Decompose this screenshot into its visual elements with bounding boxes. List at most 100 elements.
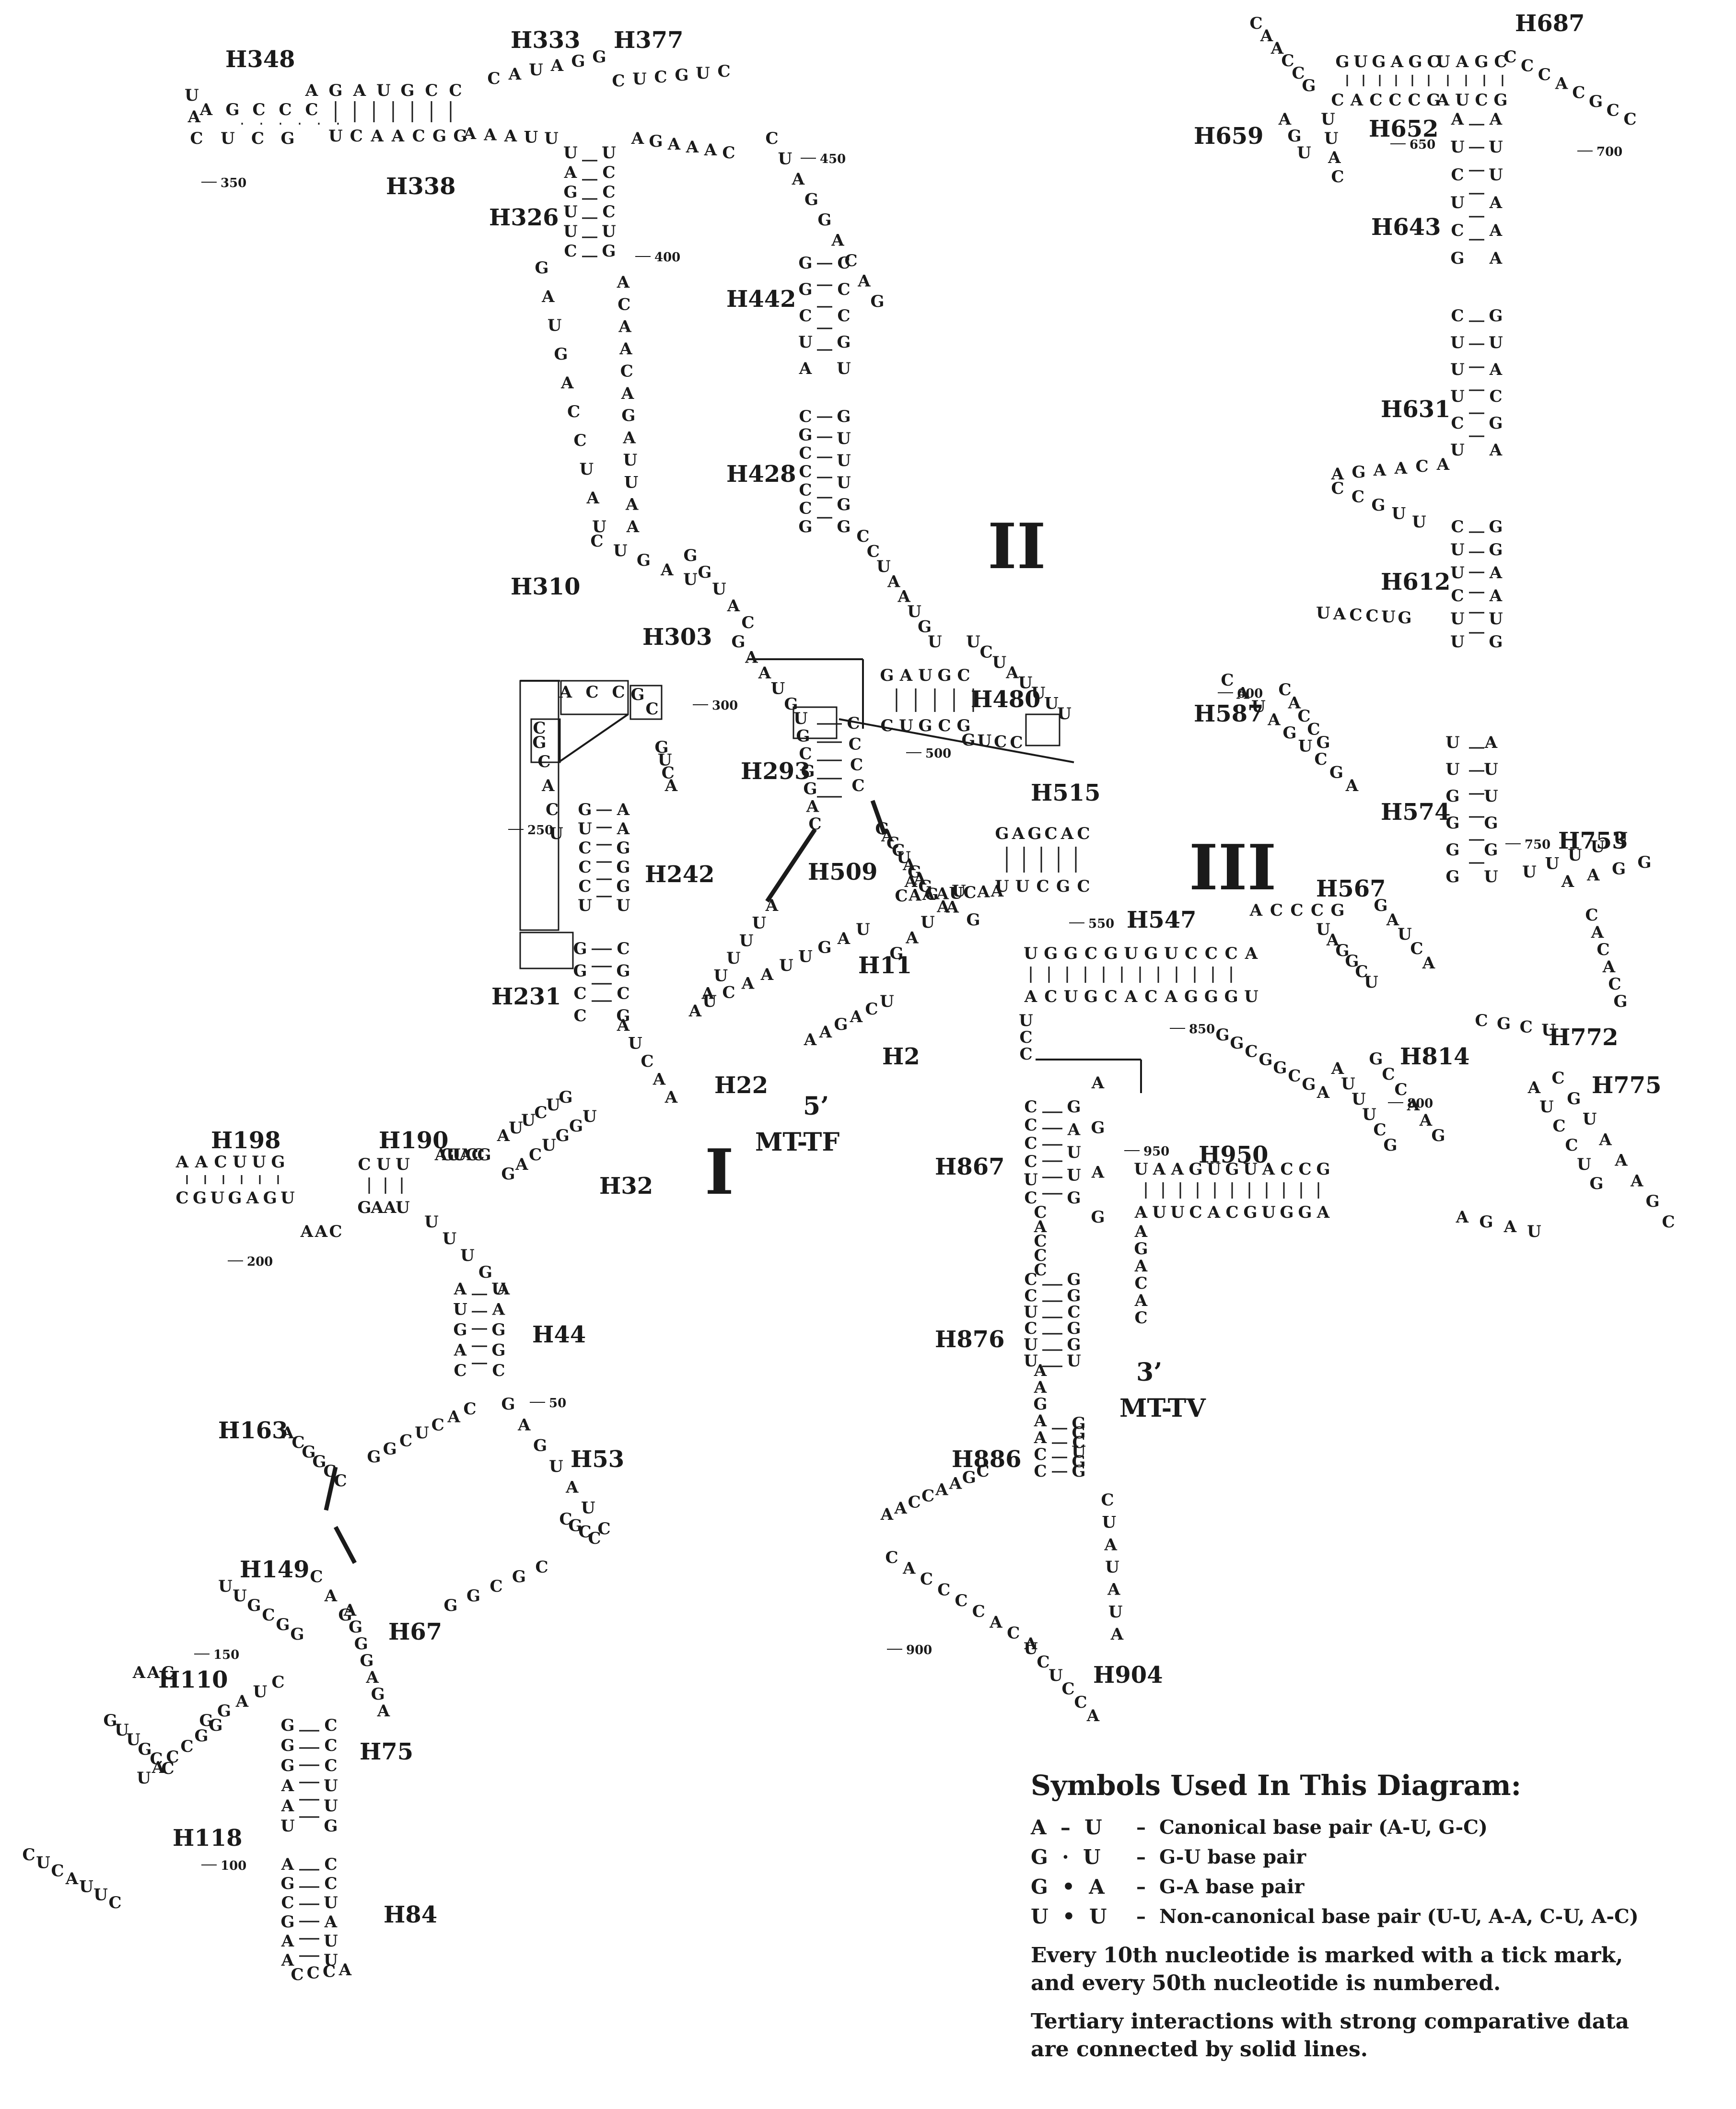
nucleotide-h547-bottom: C (1044, 987, 1057, 1006)
nucleotide-h612-5p: C (1451, 586, 1464, 606)
nucleotide-h886-3p: G (1072, 1423, 1085, 1443)
nucleotide-h67-link: G (512, 1567, 526, 1586)
nucleotide-h110-strand: A (235, 1692, 249, 1711)
helix-label-h377: H377 (614, 27, 684, 54)
helix-label-h2: H2 (882, 1043, 920, 1070)
nucleotide-h687-loop: C (1521, 57, 1534, 76)
five-prime-label: 5’ (803, 1092, 829, 1121)
nucleotide-h53-loop: G (501, 1395, 515, 1414)
nucleotide-h950-tail: C (1134, 1274, 1147, 1293)
nucleotide-h886-3p: U (1072, 1443, 1086, 1462)
nucleotide-h652-bottom: C (1369, 91, 1382, 110)
nucleotide-h428-loop: G (918, 618, 932, 637)
nucleotide-h118-5p: U (126, 1730, 140, 1749)
nucleotide-h44-5p: C (454, 1361, 466, 1380)
nucleotide-h118-3p: G (209, 1716, 222, 1735)
nucleotide-h814-loop: A (1456, 1208, 1469, 1227)
nucleotide-h242-box-top: C (612, 683, 625, 702)
nucleotide-h442-3p: C (837, 306, 850, 326)
nucleotide-h338-bottom: G (453, 127, 467, 146)
nucleotide-h612-3p: A (1489, 586, 1503, 606)
nucleotide-h32-loop: A (459, 1145, 472, 1165)
nucleotide-h231-3p: C (617, 984, 629, 1003)
nucleotide-h32-5p: U (509, 1119, 523, 1138)
nucleotide-h547-bottom: A (1124, 987, 1138, 1006)
nucleotide-h310-5p: U (592, 517, 606, 536)
nucleotide-h22-5p: A (664, 1088, 678, 1107)
nucleotide-h32-3p: G (556, 1126, 570, 1145)
nucleotide-h515-link: A (922, 885, 935, 904)
nucleotide-h567-3p: A (1422, 954, 1435, 973)
nucleotide-h612-5p: U (1450, 609, 1465, 629)
nucleotide-h310-3p: C (620, 362, 633, 381)
nucleotide-h574-3p: U (1484, 760, 1498, 779)
nucleotide-h515-bottom: U (995, 877, 1009, 896)
nucleotide-h2-3p: A (819, 1023, 832, 1042)
nucleotide-h22-5p: U (628, 1034, 642, 1053)
nucleotide-h814-3p: G (1431, 1126, 1445, 1145)
nucleotide-h567-link: A (1249, 901, 1263, 920)
nucleotide-h84-loop: C (291, 1965, 303, 1984)
nucleotide-h326-5p: U (563, 202, 578, 221)
helix-label-h231: H231 (491, 983, 561, 1010)
position-number-250: 250 (527, 823, 553, 838)
nucleotide-h118-loop: U (93, 1885, 108, 1904)
nucleotide-h242-3p: A (617, 819, 630, 839)
nucleotide-h118-5p: C (150, 1749, 163, 1769)
nucleotide-h652-bottom: C (1408, 91, 1421, 110)
nucleotide-h515-link: A (977, 882, 990, 901)
nucleotide-h338-bottom: G (432, 127, 446, 146)
nucleotide-h53-3p: C (578, 1523, 591, 1542)
nucleotide-h659-loop: C (1249, 14, 1262, 33)
nucleotide-h753-link: C (1585, 906, 1598, 925)
nucleotide-h950-bottom: G (1280, 1203, 1293, 1222)
nucleotide-h198-bottom: C (175, 1188, 188, 1208)
nucleotide-h643-3p: A (1489, 193, 1503, 212)
helix-label-h612: H612 (1381, 569, 1451, 595)
nucleotide-h587-loop: G (1282, 723, 1296, 743)
nucleotide-h231-5p: C (573, 984, 586, 1003)
nucleotide-h753-top: U (1545, 854, 1560, 874)
helix-label-h310: H310 (511, 573, 581, 600)
nucleotide-h242-box-top: C (585, 683, 598, 702)
nucleotide-h11-strand: A (905, 929, 919, 948)
nucleotide-h904-3p: A (1110, 1625, 1124, 1644)
nucleotide-h574-3p: A (1484, 733, 1498, 752)
nucleotide-h480-3p: G (956, 716, 970, 735)
nucleotide-h333-5p: A (508, 65, 522, 84)
nucleotide-h814-link: A (1317, 1083, 1330, 1102)
nucleotide-h338-bottom: A (391, 127, 405, 146)
nucleotide-h118-3p: U (137, 1769, 151, 1788)
helix-label-h348: H348 (225, 46, 295, 73)
nucleotide-h303-5p: U (712, 580, 726, 599)
helix-label-h190: H190 (379, 1127, 449, 1154)
nucleotide-h876-link: C (1034, 1232, 1047, 1251)
nucleotide-h772-stem: C (1520, 1017, 1533, 1037)
nucleotide-h326-5p: U (563, 143, 578, 163)
nucleotide-h574-5p: G (1445, 787, 1459, 806)
tertiary-interactions (324, 658, 1142, 1564)
nucleotide-h950-bottom: G (1243, 1203, 1257, 1222)
nucleotide-h110-strand: G (217, 1701, 231, 1721)
nucleotide-h753-link: A (1602, 957, 1616, 977)
nucleotide-h480-tail: C (1010, 733, 1023, 752)
legend-text: G-U base pair (1159, 1845, 1306, 1868)
nucleotide-h428-5p: G (798, 517, 812, 536)
nucleotide-h242-box-left: G (532, 733, 546, 752)
nucleotide-h44-3p: C (492, 1361, 505, 1380)
nucleotide-h814-link: G (1302, 1075, 1316, 1094)
nucleotide-h242-5p-link: U (549, 824, 563, 843)
nucleotide-h480-5p: G (937, 666, 951, 685)
nucleotide-h163-link: A (447, 1408, 461, 1427)
nucleotide-h32-5p: U (546, 1095, 560, 1115)
nucleotide-h32-3p: U (542, 1136, 556, 1155)
nucleotide-h300-strand: A (758, 664, 771, 683)
nucleotide-h814-loop: U (1527, 1222, 1541, 1241)
nucleotide-h377-5p: C (612, 71, 625, 91)
nucleotide-h303-strand: C (590, 532, 603, 551)
helix-label-h904: H904 (1093, 1662, 1163, 1689)
nucleotide-h348-top: A (199, 100, 213, 119)
nucleotide-h904-5p: C (937, 1581, 950, 1600)
nucleotide-h904-3p: A (1107, 1580, 1120, 1599)
nucleotide-h904-loop: U (1049, 1666, 1063, 1685)
